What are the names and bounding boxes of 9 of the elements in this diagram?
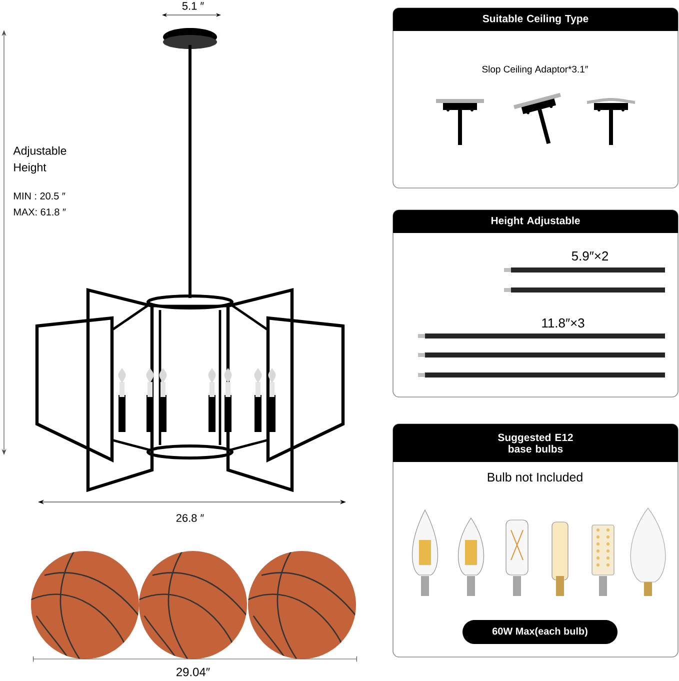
dimension-label: MAX: 61.8 ″: [14, 208, 66, 216]
dimension-label: 5.1 ″: [182, 2, 204, 10]
dimension-label: 29.04″: [176, 668, 210, 676]
dimension-label: MIN : 20.5 ″: [14, 192, 66, 200]
info-panel: Height Adjustable 5.9″×2 11.8″×3: [392, 210, 678, 398]
dimension-label: 26.8 ″: [176, 514, 204, 522]
note-badge: 60W Max(each bulb): [462, 620, 618, 644]
info-panel: Suitable Ceiling Type Slop Ceiling Adaptor*3.1″: [392, 8, 678, 188]
height-label: Adjustable Height: [13, 146, 66, 174]
